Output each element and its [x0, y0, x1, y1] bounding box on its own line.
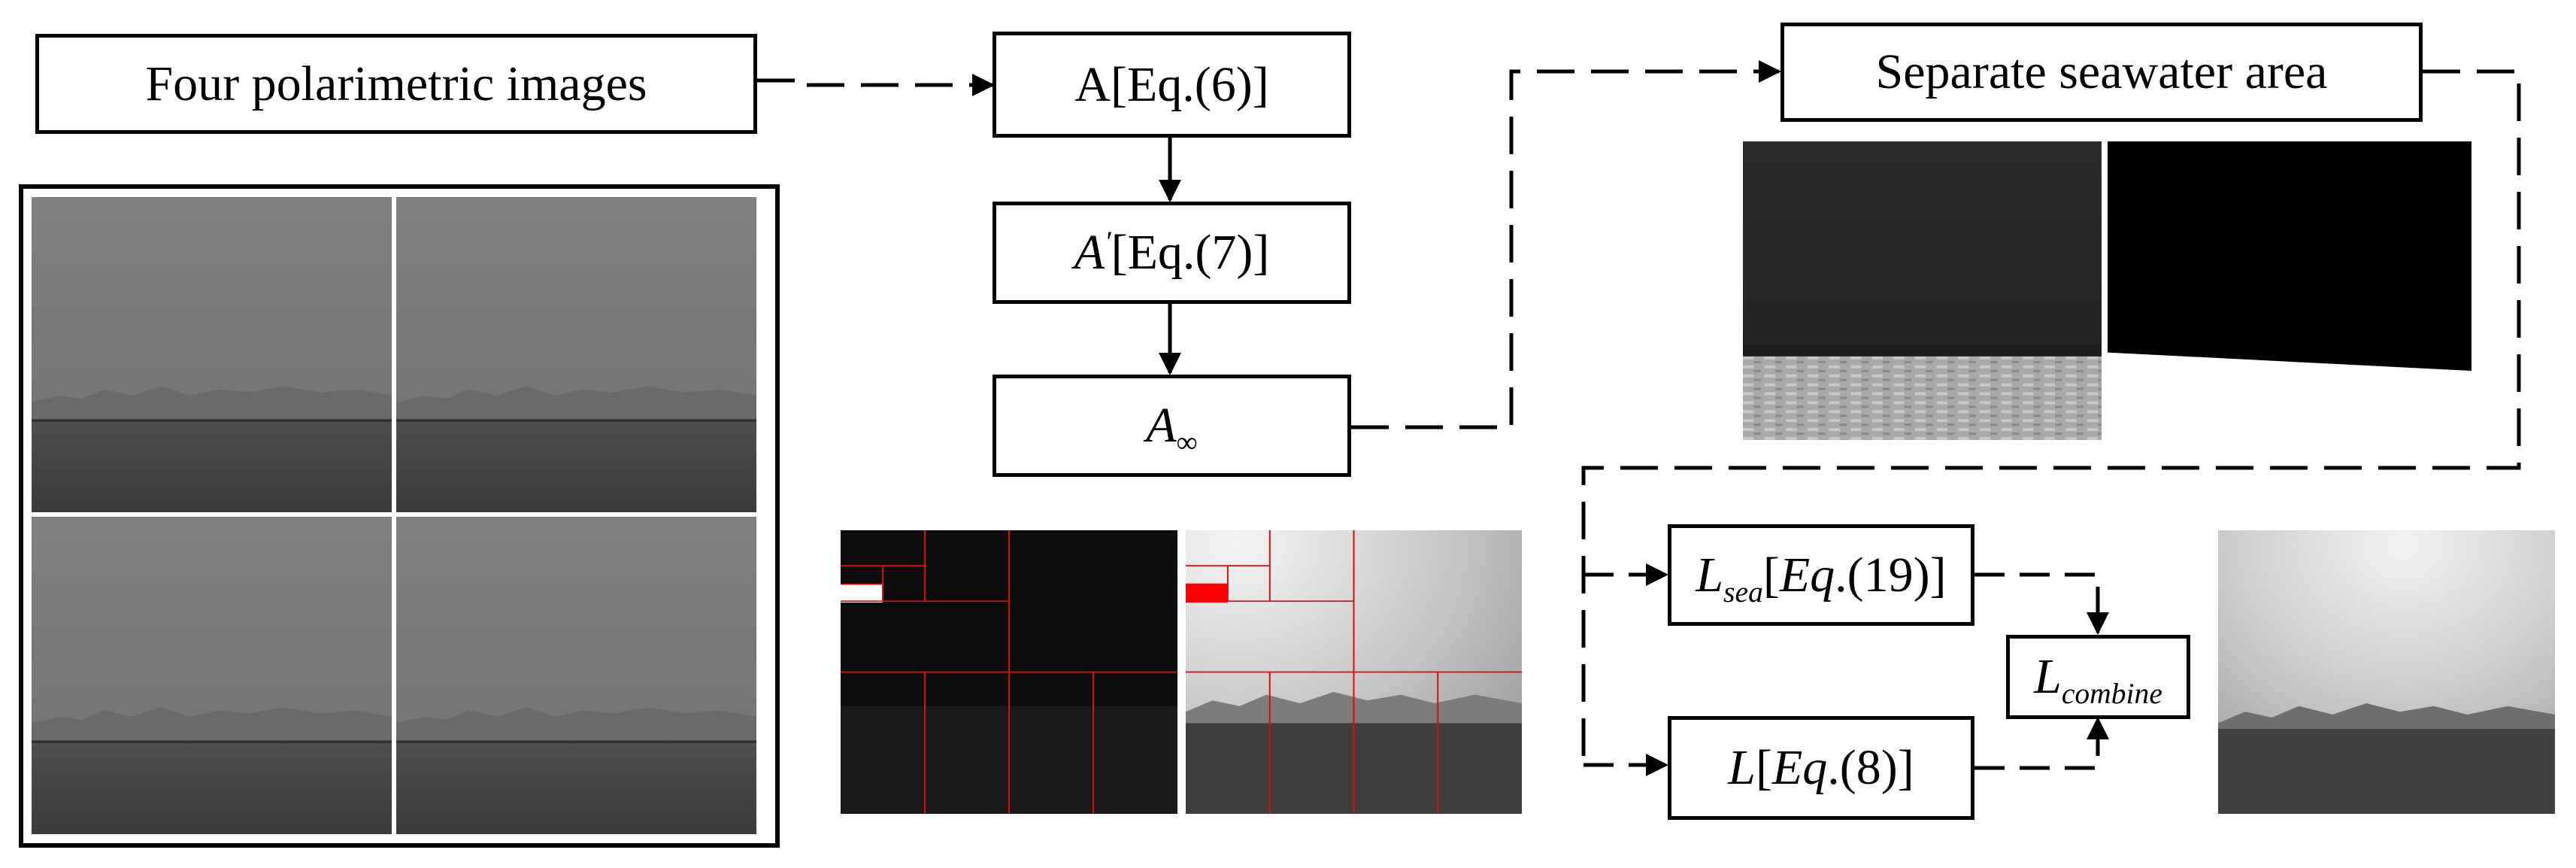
lsea-ref: .(19)] — [1835, 547, 1947, 602]
separate-label: Separate seawater area — [1875, 44, 2328, 99]
polar-image-2 — [396, 197, 756, 512]
quadtree-dark-image — [841, 530, 1177, 814]
box-l-eq8: L[Eq.(8)] — [1668, 716, 1974, 820]
l-label: L[Eq.(8)] — [1728, 739, 1914, 797]
quadtree-overlay-image — [1186, 530, 1522, 814]
lcombine-label: Lcombine — [2034, 648, 2162, 709]
lsea-eq: Eq — [1779, 547, 1835, 602]
polar-image-4 — [396, 517, 756, 834]
a-prime-mark: ′ — [1104, 225, 1111, 258]
box-a-prime: A′[Eq.(7)] — [993, 202, 1351, 304]
result-image — [2218, 530, 2555, 814]
polarimetric-image-grid — [19, 184, 780, 848]
l-ref: .(8)] — [1827, 740, 1914, 795]
a-prime-label: A′[Eq.(7)] — [1074, 224, 1270, 281]
l-symbol: L — [1728, 740, 1756, 795]
box-separate-seawater: Separate seawater area — [1780, 23, 2423, 122]
box-lsea-eq19: Lsea[Eq.(19)] — [1668, 524, 1974, 626]
box-a-eq6: A[Eq.(6)] — [993, 32, 1351, 138]
box-a-inf: A∞ — [993, 375, 1351, 477]
a-inf-label: A∞ — [1146, 397, 1198, 457]
arrow-lsea-to-combine — [1974, 572, 2109, 635]
box-l-combine: Lcombine — [2006, 635, 2190, 719]
arrow-l-to-combine — [1974, 717, 2109, 770]
input-images-box: Four polarimetric images — [35, 34, 757, 134]
input-images-label: Four polarimetric images — [145, 56, 647, 111]
lcombine-symbol: L — [2034, 649, 2062, 704]
lsea-label: Lsea[Eq.(19)] — [1696, 547, 1947, 607]
polar-image-3 — [32, 517, 392, 834]
a-prime-eq: [Eq.(7)] — [1111, 225, 1270, 280]
seawater-source-image — [1743, 141, 2102, 440]
seawater-mask-image — [2108, 141, 2471, 371]
a-inf-symbol: A — [1146, 398, 1177, 453]
arrow-input-to-a — [757, 74, 995, 96]
a-inf-sub: ∞ — [1176, 426, 1198, 460]
lcombine-sub: combine — [2061, 677, 2162, 711]
l-open: [ — [1755, 740, 1772, 795]
lsea-symbol: L — [1696, 547, 1724, 602]
arrow-ainf-to-separate — [1351, 60, 1781, 429]
lsea-sub: sea — [1723, 575, 1763, 609]
arrow-separate-to-branches — [1581, 69, 2521, 765]
polar-image-1 — [32, 197, 392, 512]
a-eq6-label: A[Eq.(6)] — [1074, 56, 1269, 112]
a-prime-symbol: A — [1074, 225, 1105, 280]
lsea-open: [ — [1762, 547, 1780, 602]
l-eq: Eq — [1771, 740, 1828, 795]
